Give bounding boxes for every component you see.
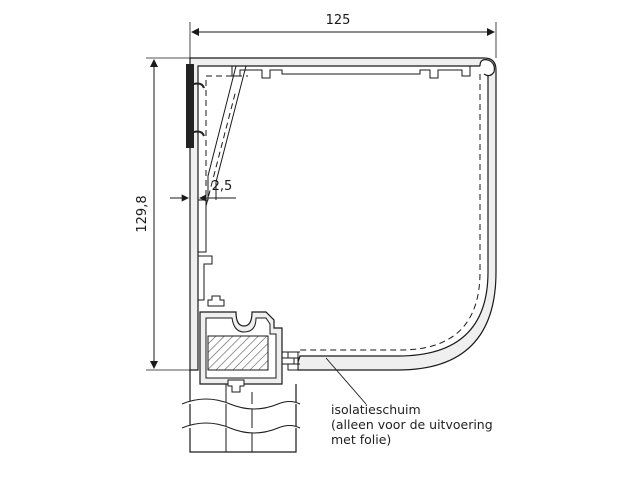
guide-rail-profile <box>199 295 283 393</box>
width-label: 125 <box>326 13 351 28</box>
insulation-foam-outline <box>205 74 481 356</box>
width-dimension: 125 <box>189 13 497 58</box>
annotation-leader-line <box>325 357 367 405</box>
window-frame-section <box>181 370 301 453</box>
height-dimension: 129,8 <box>135 57 190 371</box>
annotation-line-2: (alleen voor de uitvoering <box>331 417 493 432</box>
brush-seal <box>186 64 205 148</box>
seal-connector <box>282 351 300 365</box>
box-profile <box>189 57 497 371</box>
thickness-label: 2,5 <box>212 179 233 194</box>
insulation-block <box>207 335 269 371</box>
thickness-dimension: 2,5 <box>170 179 236 202</box>
annotation-line-1: isolatieschuim <box>331 402 421 417</box>
height-label: 129,8 <box>135 195 150 232</box>
annotation-line-3: met folie) <box>331 432 392 447</box>
insulation-annotation: isolatieschuim (alleen voor de uitvoerin… <box>331 402 493 447</box>
